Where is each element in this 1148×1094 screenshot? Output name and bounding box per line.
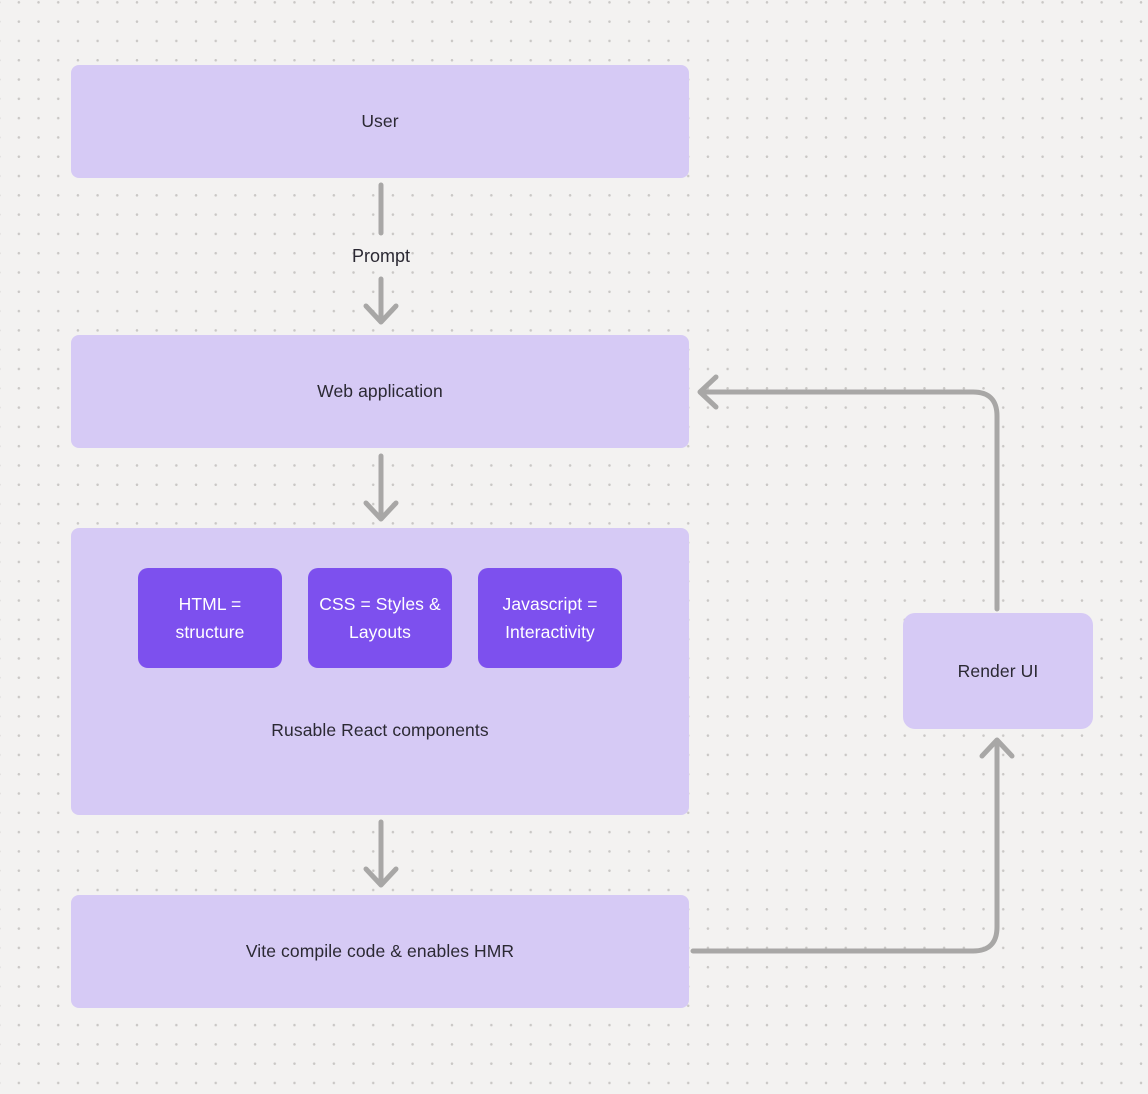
- subnode-javascript[interactable]: Javascript = Interactivity: [478, 568, 622, 668]
- node-components-group[interactable]: HTML = structure CSS = Styles & Layouts …: [71, 528, 689, 815]
- node-render-ui[interactable]: Render UI: [903, 613, 1093, 729]
- components-group-caption: Rusable React components: [271, 720, 489, 740]
- arrowhead-down-components: [363, 500, 399, 522]
- subnode-css[interactable]: CSS = Styles & Layouts: [308, 568, 452, 668]
- subnode-html-label: HTML = structure: [175, 593, 245, 642]
- arrowhead-up-renderui: [979, 737, 1015, 759]
- arrowhead-down-vite: [363, 866, 399, 888]
- node-web-application-label: Web application: [317, 381, 443, 401]
- node-vite-label: Vite compile code & enables HMR: [245, 941, 515, 961]
- connector-vite-to-renderui[interactable]: [690, 740, 1000, 954]
- edge-label-prompt: Prompt: [351, 246, 411, 266]
- node-render-ui-label: Render UI: [957, 660, 1039, 681]
- subnode-javascript-label: Javascript = Interactivity: [502, 593, 598, 642]
- node-web-application[interactable]: Web application: [71, 335, 689, 448]
- arrowhead-left-webapp: [697, 374, 719, 410]
- subnode-css-label: CSS = Styles & Layouts: [319, 593, 441, 642]
- node-user[interactable]: User: [71, 65, 689, 178]
- node-user-label: User: [361, 111, 399, 131]
- subnode-html[interactable]: HTML = structure: [138, 568, 282, 668]
- node-vite[interactable]: Vite compile code & enables HMR: [71, 895, 689, 1008]
- connector-renderui-to-webapp[interactable]: [700, 389, 1000, 612]
- arrowhead-down-webapp: [363, 303, 399, 325]
